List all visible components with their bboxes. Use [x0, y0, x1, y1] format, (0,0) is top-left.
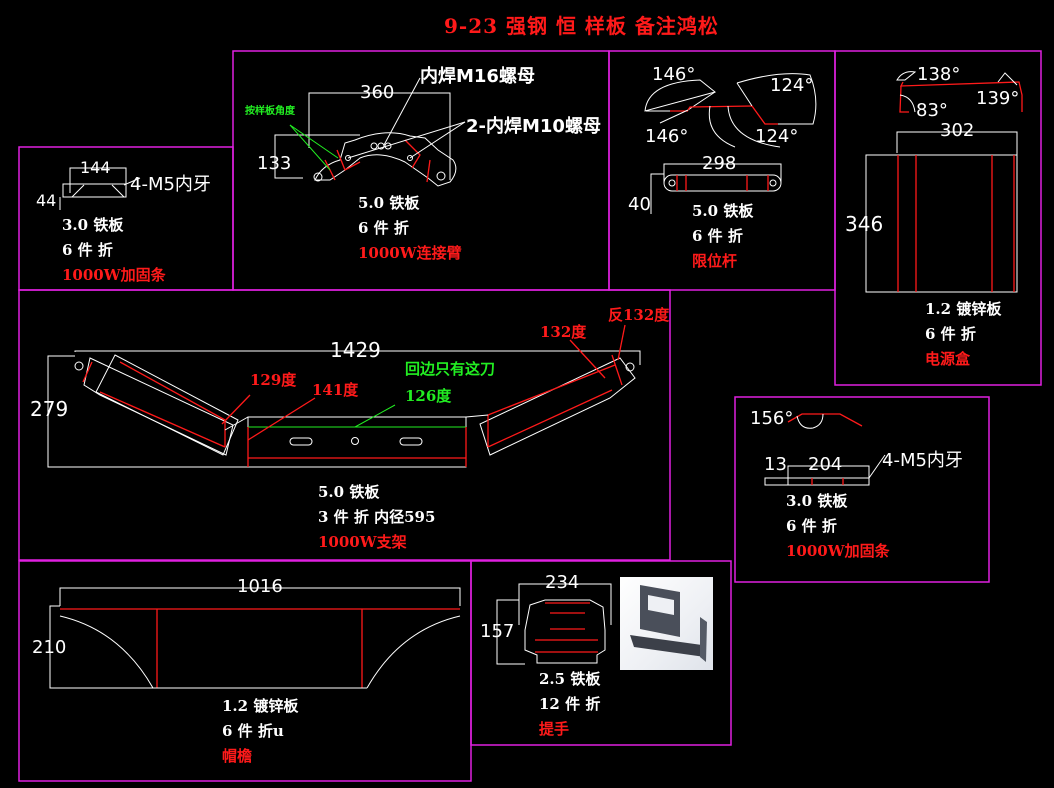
angle-129: 129度: [250, 371, 297, 389]
material-limit-rod: 5.0 铁板: [692, 202, 754, 220]
part-reinforce-strip-a: [59, 167, 141, 210]
part-bracket: [47, 324, 641, 468]
part-handle: [496, 583, 612, 665]
part-limit-rod: [644, 73, 817, 214]
qty-power-box: 6 件 折: [925, 325, 976, 343]
angle-139: 139°: [976, 88, 1020, 109]
name-power-box: 电源盒: [925, 350, 971, 368]
part-reinforce-strip-b: [764, 413, 886, 486]
dim-13: 13: [764, 454, 787, 475]
angle-132: 132度: [540, 323, 587, 341]
qty-bracket: 3 件 折 内径595: [318, 508, 436, 526]
dim-40: 40: [628, 194, 651, 215]
material-visor: 1.2 镀锌板: [222, 697, 299, 715]
angle-146-top: 146°: [652, 64, 696, 85]
name-reinforce-b: 1000W加固条: [786, 542, 890, 560]
material-reinforce-a: 3.0 铁板: [62, 216, 124, 234]
frame-handle: [470, 560, 732, 746]
angle-124-bottom: 124°: [755, 126, 799, 147]
thread-note-b: 4-M5内牙: [882, 450, 963, 471]
dim-157: 157: [480, 621, 515, 642]
angle-156: 156°: [750, 408, 794, 429]
handle-3d-render-graphic: [630, 585, 707, 662]
dim-44: 44: [36, 191, 57, 210]
angle-146-bottom: 146°: [645, 126, 689, 147]
material-bracket: 5.0 铁板: [318, 483, 380, 501]
qty-connecting-arm: 6 件 折: [358, 219, 409, 237]
qty-reinforce-b: 6 件 折: [786, 517, 837, 535]
thread-note-a: 4-M5内牙: [130, 174, 211, 195]
name-reinforce-a: 1000W加固条: [62, 266, 166, 284]
angle-83: 83°: [916, 100, 948, 121]
angle-note: 按样板角度: [245, 106, 295, 117]
qty-handle: 12 件 折: [539, 695, 601, 713]
name-connecting-arm: 1000W连接臂: [358, 244, 462, 262]
dim-234: 234: [545, 572, 580, 593]
angle-141: 141度: [312, 381, 359, 399]
callout-m16: 内焊M16螺母: [420, 66, 535, 87]
frame-bracket: [18, 289, 671, 561]
qty-reinforce-a: 6 件 折: [62, 241, 113, 259]
dim-346: 346: [845, 212, 884, 236]
name-visor: 帽檐: [222, 747, 253, 765]
angle-138: 138°: [917, 64, 961, 85]
frame-reinforce-strip-b: [734, 396, 990, 583]
dim-1429: 1429: [330, 338, 381, 362]
dim-1016: 1016: [237, 576, 283, 597]
part-power-box: [865, 71, 1023, 293]
angle-124-top: 124°: [770, 75, 814, 96]
material-reinforce-b: 3.0 铁板: [786, 492, 848, 510]
edge-note: 回边只有这刀: [405, 360, 496, 378]
dim-302: 302: [940, 120, 975, 141]
frame-power-box: [834, 50, 1042, 386]
angle-reverse-132: 反132度: [608, 306, 670, 324]
drawing-title: 9-23 强钢 恒 样板 备注鸿松: [444, 14, 719, 38]
material-handle: 2.5 铁板: [539, 670, 601, 688]
name-limit-rod: 限位杆: [692, 252, 738, 270]
part-visor: [49, 587, 461, 689]
qty-visor: 6 件 折u: [222, 722, 284, 740]
material-power-box: 1.2 镀锌板: [925, 300, 1002, 318]
part-connecting-arm: [274, 77, 466, 187]
name-handle: 提手: [539, 720, 570, 738]
callout-m10: 2-内焊M10螺母: [466, 116, 601, 137]
dim-144: 144: [80, 158, 111, 177]
qty-limit-rod: 6 件 折: [692, 227, 743, 245]
handle-3d-render-image: [620, 577, 713, 670]
name-bracket: 1000W支架: [318, 533, 407, 551]
dim-279: 279: [30, 397, 69, 421]
dim-210: 210: [32, 637, 67, 658]
dim-204: 204: [808, 454, 843, 475]
angle-126: 126度: [405, 387, 452, 405]
dim-133: 133: [257, 153, 292, 174]
dim-298: 298: [702, 153, 737, 174]
material-connecting-arm: 5.0 铁板: [358, 194, 420, 212]
dim-360: 360: [360, 82, 395, 103]
